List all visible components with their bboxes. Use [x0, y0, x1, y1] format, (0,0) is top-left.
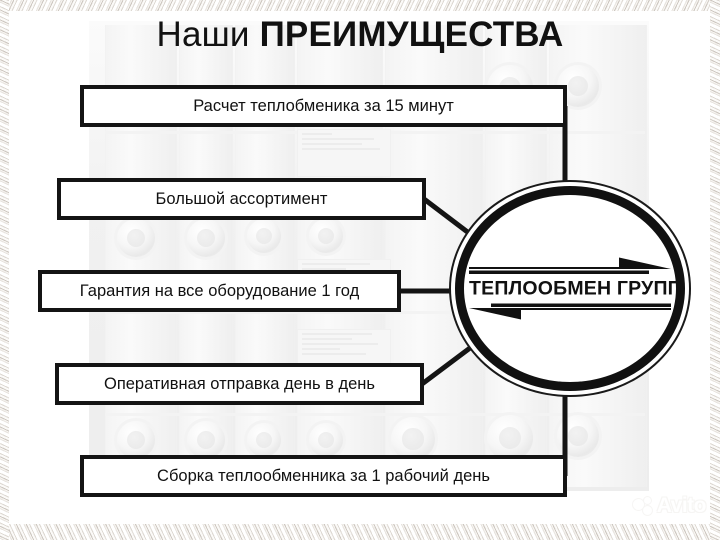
company-logo-mark: ТЕПЛООБМЕН ГРУПП — [469, 257, 682, 320]
feature-label-4: Оперативная отправка день в день — [103, 374, 375, 393]
avito-wordmark: Avito — [656, 494, 707, 517]
feature-box-3: Гарантия на все оборудование 1 год — [38, 270, 401, 312]
avito-dots-icon — [631, 496, 654, 516]
feature-box-1: Расчет теплобменика за 15 минут — [80, 85, 567, 127]
feature-box-4: Оперативная отправка день в день — [55, 363, 424, 405]
page-title-light: Наши — [156, 15, 260, 54]
company-logo-text: ТЕПЛООБМЕН ГРУПП — [469, 277, 682, 299]
arrow-left-icon — [469, 303, 671, 319]
frame-right — [710, 0, 720, 540]
arrow-right-icon — [469, 257, 671, 274]
feature-label-5: Сборка теплообменника за 1 рабочий день — [157, 466, 490, 485]
page-title-bold: ПРЕИМУЩЕСТВА — [259, 15, 564, 54]
feature-label-2: Большой ассортимент — [155, 189, 328, 208]
feature-box-2: Большой ассортимент — [57, 178, 426, 220]
frame-left — [0, 0, 9, 540]
page-title: Наши ПРЕИМУЩЕСТВА — [0, 14, 720, 56]
feature-label-1: Расчет теплобменика за 15 минут — [193, 96, 454, 115]
company-logo-circle: ТЕПЛООБМЕН ГРУПП — [455, 186, 685, 391]
feature-label-3: Гарантия на все оборудование 1 год — [79, 281, 360, 300]
frame-top — [0, 0, 720, 11]
frame-bottom — [0, 524, 720, 540]
avito-watermark: Avito — [631, 494, 707, 518]
feature-box-5: Сборка теплообменника за 1 рабочий день — [80, 455, 567, 497]
